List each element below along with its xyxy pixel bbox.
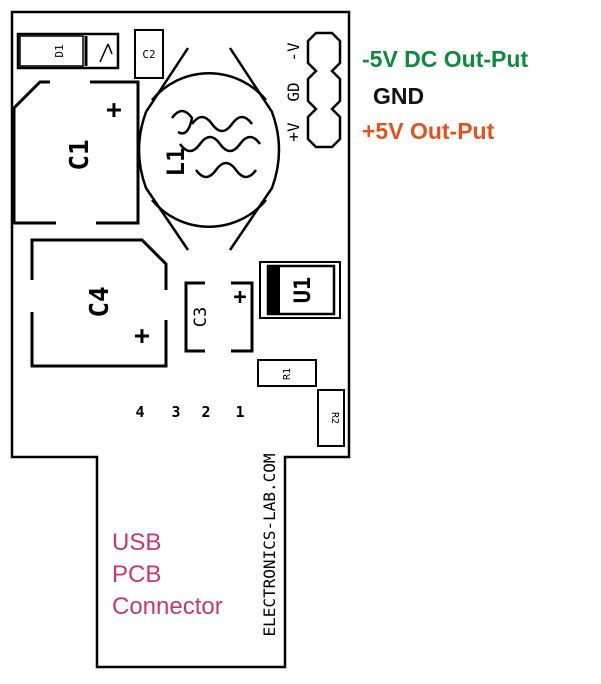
l1-label: L1: [162, 148, 190, 177]
inductor-l1: L1: [137, 47, 281, 251]
output-connector: -V GD +V: [284, 31, 342, 149]
usb-pin-2: 2: [201, 403, 210, 421]
diode-d1: D1: [16, 32, 120, 70]
annotation-neg-output: -5V DC Out-Put: [362, 46, 529, 72]
c1-label: C1: [65, 139, 95, 170]
usb-pin-1: 1: [235, 403, 244, 421]
c4-label: C4: [85, 286, 115, 317]
r2-label: R2: [329, 412, 340, 424]
c2-label: C2: [142, 48, 155, 61]
usb-connector-label: USB PCB Connector: [112, 527, 223, 623]
c1-plus: +: [106, 95, 122, 125]
capacitor-c4: + C4: [20, 238, 174, 368]
website-label: ELECTRONICS-LAB.COM: [260, 453, 279, 636]
usb-label-line2: PCB: [112, 561, 162, 588]
d1-label: D1: [53, 44, 66, 57]
capacitor-c2: C2: [134, 29, 164, 79]
c3-label: C3: [191, 307, 211, 327]
usb-label-line1: USB: [112, 529, 162, 556]
resistor-r1: R1: [257, 359, 317, 387]
c4-plus: +: [134, 321, 150, 351]
capacitor-c3: + C3: [184, 279, 254, 355]
capacitor-c1: + C1: [12, 80, 140, 227]
usb-pin-numbers: 4 3 2 1: [135, 403, 244, 421]
c3-plus: +: [233, 285, 246, 310]
usb-pin-3: 3: [171, 403, 180, 421]
pin-label-pos: +V: [284, 122, 303, 142]
pin-label-gnd: GD: [284, 82, 303, 101]
usb-label-line3: Connector: [112, 593, 223, 620]
regulator-u1: U1: [259, 261, 341, 319]
board-outline: [10, 10, 351, 669]
r1-label: R1: [282, 368, 293, 380]
annotation-pos-output: +5V Out-Put: [362, 118, 495, 144]
usb-pin-4: 4: [135, 403, 144, 421]
annotation-gnd: GND: [373, 83, 425, 109]
u1-label: U1: [291, 277, 316, 304]
resistor-r2: R2: [317, 389, 345, 447]
pin-label-neg: -V: [284, 42, 303, 62]
